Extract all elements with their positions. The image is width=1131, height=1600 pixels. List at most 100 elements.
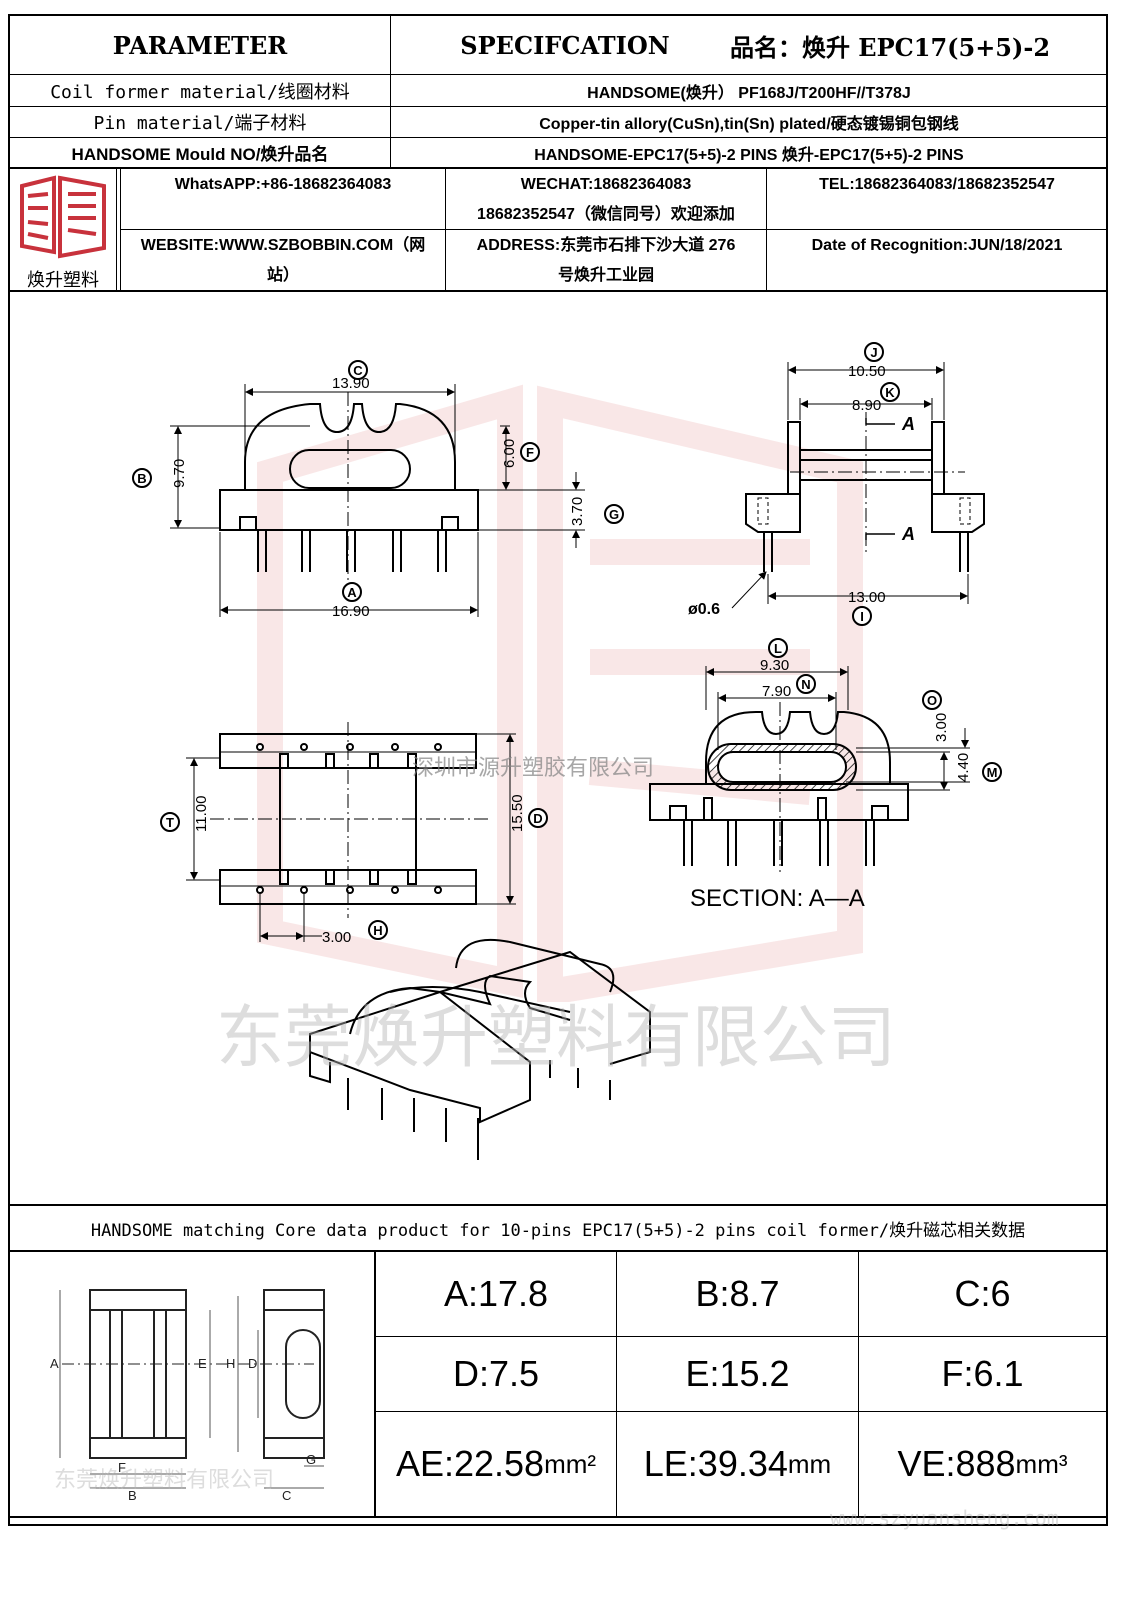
circle-c-icon: C — [348, 360, 368, 380]
circle-t-icon: T — [160, 812, 180, 832]
parameter-header: PARAMETER — [112, 30, 288, 60]
svg-text:B: B — [137, 471, 146, 486]
logo-mark-icon — [20, 175, 106, 259]
core-value-d: D:7.5 — [452, 1353, 540, 1394]
core-diagram: A E H D F B C G 东莞焕升塑料有限公司 — [14, 1256, 370, 1520]
tel-text: TEL:18682364083/18682352547 — [819, 176, 1055, 193]
core-label-c: C — [282, 1488, 291, 1503]
col-line — [390, 14, 391, 168]
core-label-g: G — [306, 1452, 316, 1467]
dim-b-value: 9.70 — [171, 459, 188, 488]
row-line — [8, 137, 1108, 138]
dim-j-value: 10.50 — [848, 363, 886, 380]
dim-d-value: 15.50 — [509, 794, 526, 832]
core-section-title: HANDSOME matching Core data product for … — [90, 1220, 1026, 1241]
svg-text:M: M — [987, 765, 998, 780]
dim-t-value: 11.00 — [193, 796, 210, 832]
svg-text:H: H — [373, 923, 382, 938]
dim-k-value: 8.90 — [852, 397, 881, 414]
svg-text:K: K — [885, 385, 895, 400]
row-line — [374, 1411, 1106, 1412]
side-view — [745, 412, 985, 572]
date-text: Date of Recognition:JUN/18/2021 — [811, 237, 1063, 254]
pin-material-value: Copper-tin allory(CuSn),tin(Sn) plated/硬… — [539, 116, 959, 133]
dim-n-value: 7.90 — [762, 683, 791, 700]
core-drawing: A E H D F B C G — [50, 1289, 325, 1503]
address-line2: 号焕升工业园 — [557, 267, 654, 284]
dim-l-value: 9.30 — [760, 657, 789, 674]
isometric-view — [309, 938, 651, 1160]
circle-j-icon: J — [864, 342, 884, 362]
dim-g-value: 3.70 — [569, 497, 586, 526]
core-value-b: B:8.7 — [695, 1273, 780, 1314]
dim-f-value: 6.00 — [501, 439, 518, 468]
dimension-labels: 13.90 9.70 6.00 3.70 16.90 10.50 8.90 13… — [171, 363, 972, 946]
core-label-a: A — [50, 1356, 59, 1371]
col-line — [616, 1252, 617, 1516]
circle-i-icon: I — [852, 606, 872, 626]
circle-l-icon: L — [768, 638, 788, 658]
col-line — [116, 168, 117, 290]
core-label-d: D — [248, 1356, 257, 1371]
circle-g-icon: G — [604, 504, 624, 524]
company-logo: 焕升塑料 — [14, 172, 112, 291]
core-label-e: E — [198, 1356, 207, 1371]
svg-text:I: I — [860, 609, 864, 624]
mould-no-label: HANDSOME Mould NO/焕升品名 — [71, 145, 329, 164]
website-line2: 站） — [266, 267, 299, 284]
circle-m-icon: M — [982, 762, 1002, 782]
frame-top — [8, 14, 1108, 16]
top-view — [210, 722, 490, 918]
row-line — [8, 1204, 1108, 1206]
dim-m-value: 4.40 — [955, 753, 972, 782]
whatsapp-text: WhatsAPP:+86-18682364083 — [174, 176, 392, 193]
frame-right — [1106, 14, 1108, 1526]
svg-text:D: D — [533, 811, 542, 826]
drawing-area: 13.90 9.70 6.00 3.70 16.90 10.50 8.90 13… — [10, 292, 1106, 1204]
dim-i-value: 13.00 — [848, 589, 886, 606]
circle-o-icon: O — [922, 690, 942, 710]
circle-a-icon: A — [342, 582, 362, 602]
col-line — [858, 1252, 859, 1516]
section-title: SECTION: A—A — [690, 885, 865, 912]
circle-k-icon: K — [880, 382, 900, 402]
col-line — [374, 1252, 376, 1516]
pin-diameter: ø0.6 — [688, 601, 720, 618]
row-line — [8, 74, 1108, 75]
section-view — [649, 702, 909, 872]
background-logo-icon — [257, 384, 863, 1002]
specification-header: SPECIFCATION — [460, 30, 670, 60]
section-mark-top: A — [901, 414, 915, 434]
front-dimensions — [170, 384, 585, 617]
core-value-e: E:15.2 — [685, 1353, 790, 1394]
circle-f-icon: F — [520, 442, 540, 462]
address-block: ADDRESS:东莞市石排下沙大道 276 号焕升工业园 — [447, 231, 765, 289]
core-value-c: C:6 — [954, 1273, 1011, 1314]
section-mark-bottom: A — [901, 524, 915, 544]
front-view — [219, 392, 479, 582]
coil-material-label: Coil former material/线圈材料 — [50, 81, 350, 103]
svg-text:T: T — [166, 815, 174, 830]
svg-text:N: N — [801, 677, 810, 692]
row-line — [10, 1516, 1106, 1518]
pin-material-label: Pin material/端子材料 — [93, 113, 307, 134]
wechat-line2: 18682352547（微信同号）欢迎添加 — [477, 206, 735, 223]
website-block: WEBSITE:WWW.SZBOBBIN.COM（网 站） — [122, 231, 444, 289]
svg-text:F: F — [526, 445, 534, 460]
side-dimensions — [731, 362, 969, 609]
row-line — [120, 229, 1106, 230]
section-dimensions — [705, 666, 970, 791]
coil-material-value: HANDSOME(焕升） PF168J/T200HF//T378J — [587, 84, 911, 102]
svg-text:J: J — [870, 345, 877, 360]
core-label-b: B — [128, 1488, 137, 1503]
wechat-block: WECHAT:18682364083 18682352547（微信同号）欢迎添加 — [447, 170, 765, 228]
circled-letters: C B F G A J K I T D H L N O M — [132, 342, 1002, 940]
circle-d-icon: D — [528, 808, 548, 828]
row-line — [8, 1250, 1108, 1252]
core-label-f: F — [118, 1460, 126, 1475]
frame-left — [8, 14, 10, 1526]
svg-text:A: A — [347, 585, 357, 600]
